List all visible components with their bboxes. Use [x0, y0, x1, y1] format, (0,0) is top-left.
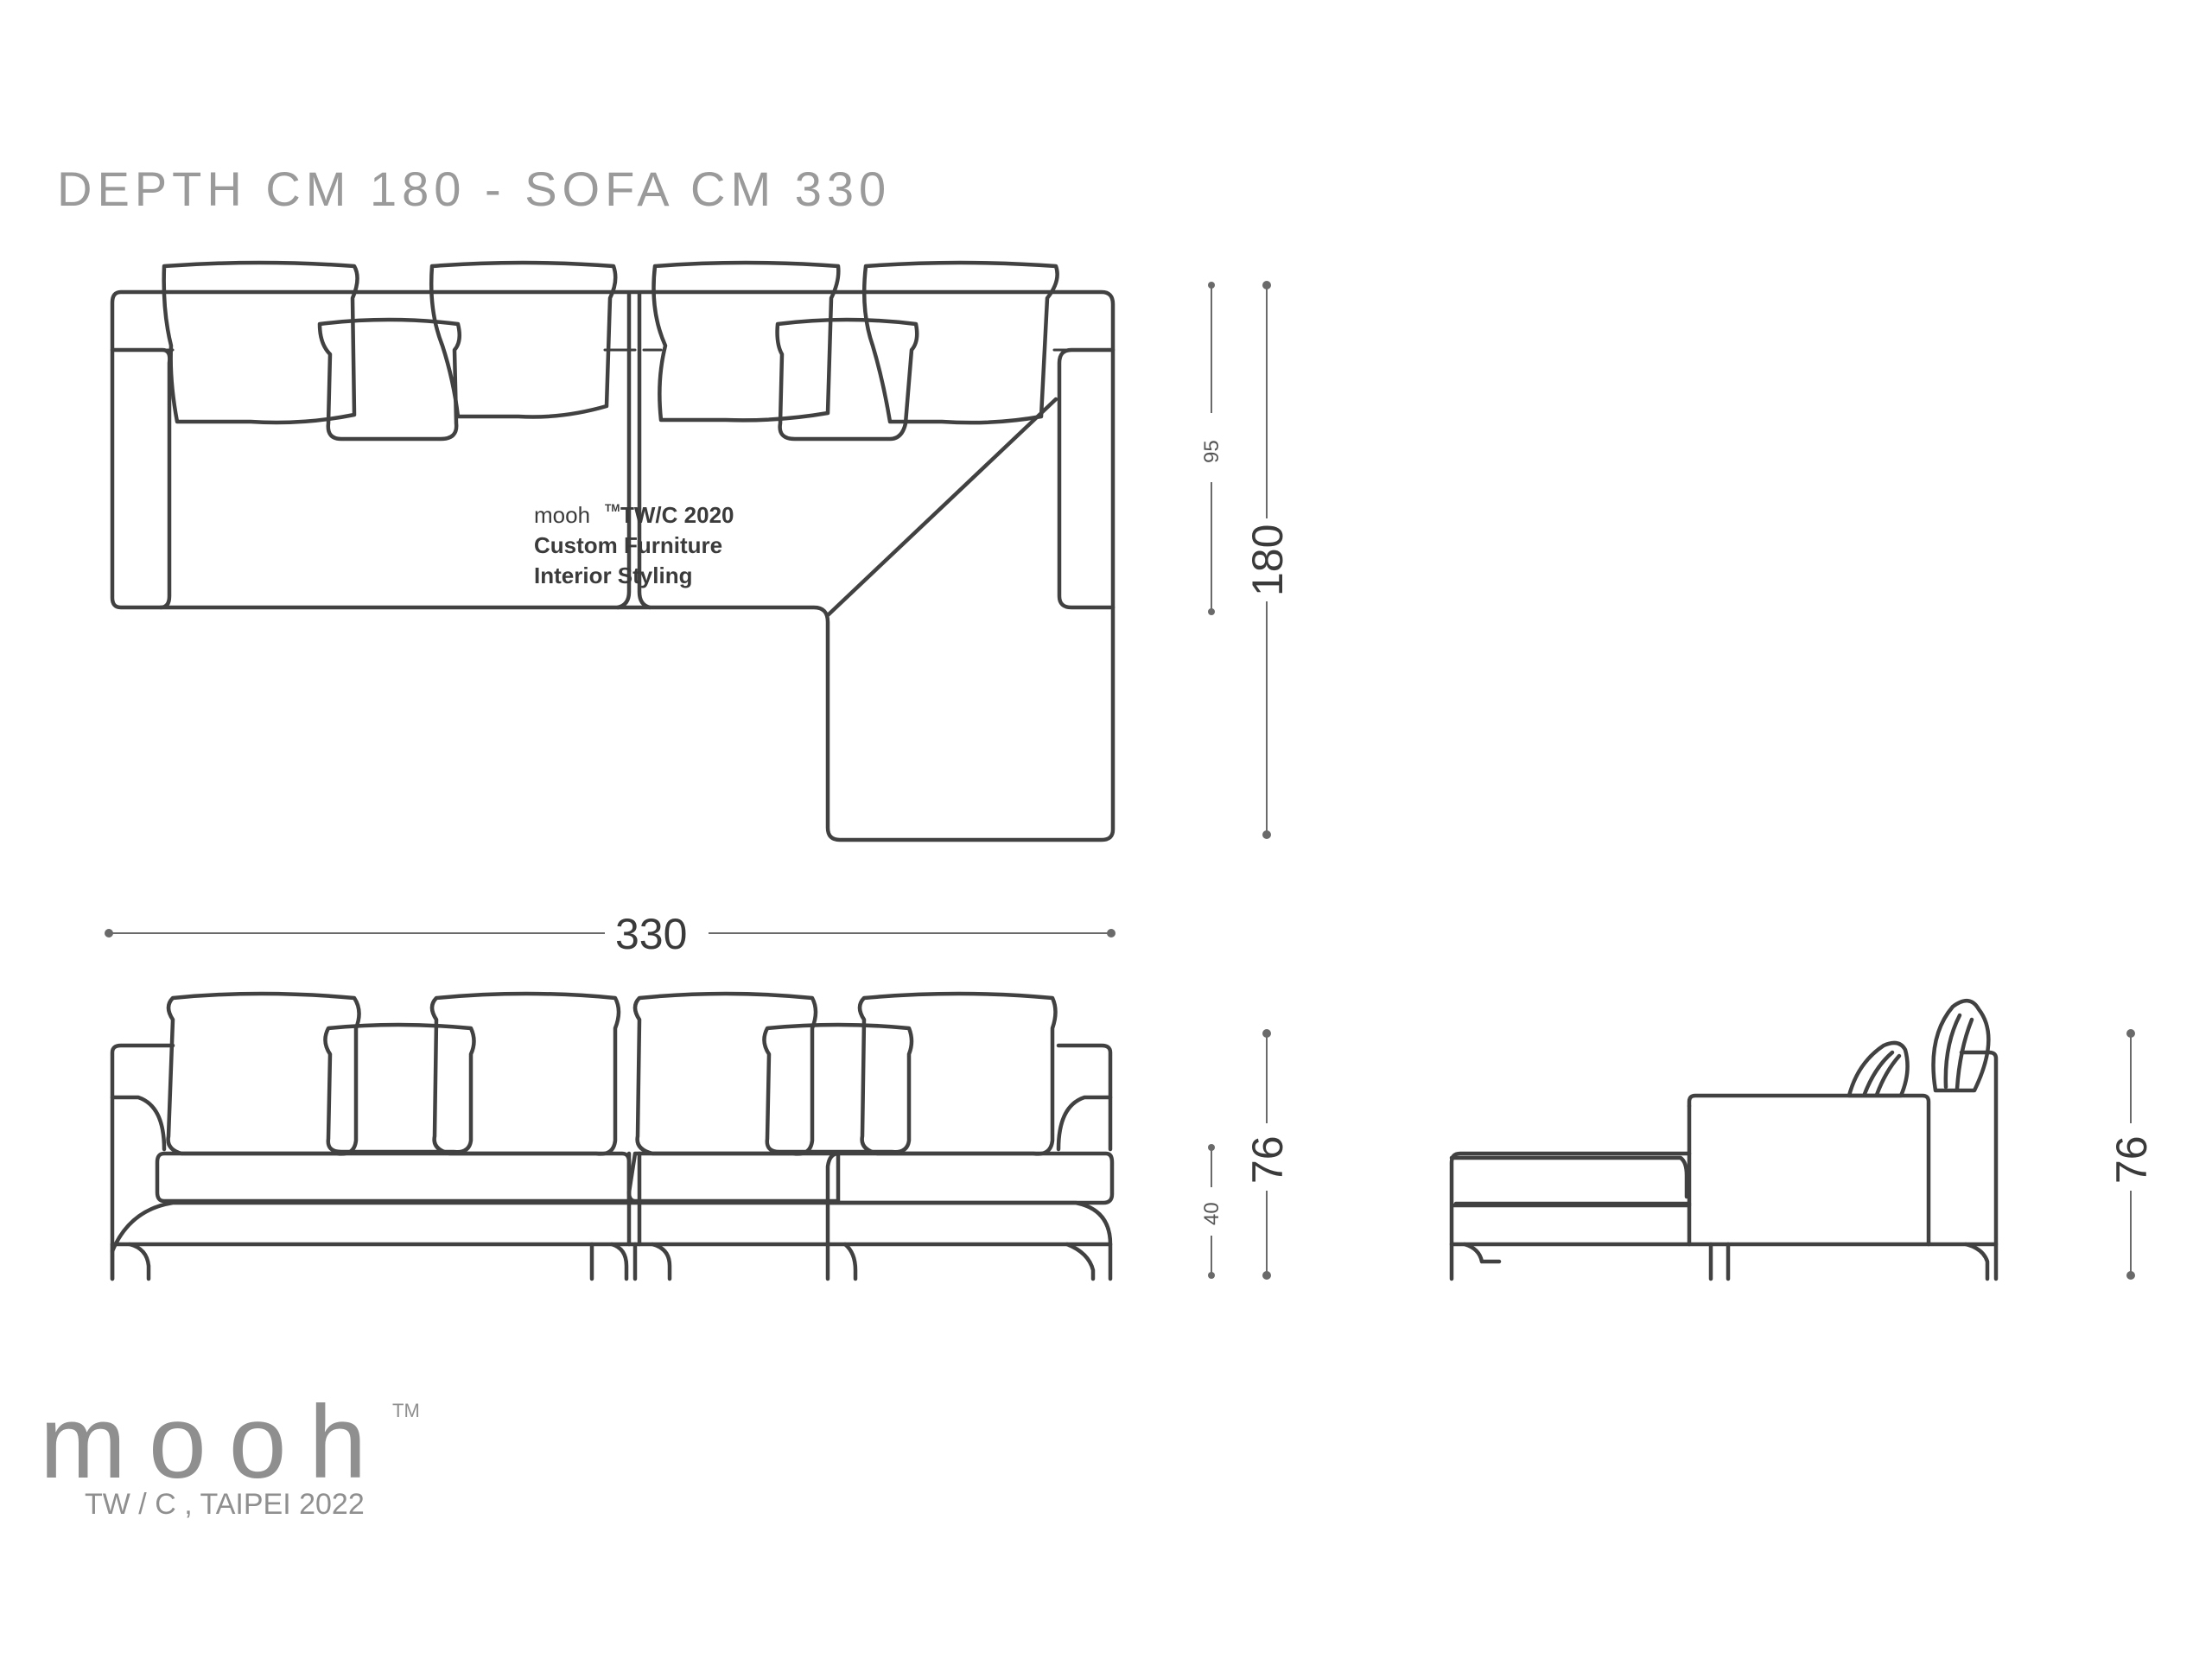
top-view-middle-seam [615, 291, 652, 610]
side-view-legs [1449, 1242, 1999, 1281]
dimension-depth-total: 180 [1243, 281, 1292, 839]
front-view-small-cushion-2 [762, 1022, 914, 1154]
dimension-depth-total-dot-top [1262, 281, 1271, 289]
dimension-height-side-label: 76 [2107, 1135, 2156, 1184]
drawing-title: DEPTH CM 180 - SOFA CM 330 [57, 162, 891, 216]
dimension-depth-seat-dot-bottom [1208, 608, 1215, 615]
dimension-height-side-dot-bottom [2126, 1271, 2135, 1280]
watermark-line3: Interior Styling [534, 563, 692, 588]
front-view-seat-cushion-left [155, 1151, 632, 1204]
top-view-back-cushion-1 [162, 260, 359, 425]
brand-logo: mooh TM TW / C , TAIPEI 2022 [40, 1384, 420, 1521]
watermark: mooh TM TW/C 2020 Custom Furniture Inter… [534, 502, 734, 588]
dimension-width-dot-right [1107, 929, 1116, 938]
watermark-brand: mooh [534, 502, 590, 528]
front-view-back-cushion-2 [429, 991, 621, 1156]
brand-subtitle: TW / C , TAIPEI 2022 [85, 1488, 365, 1521]
brand-name: mooh [40, 1384, 389, 1500]
front-view-small-cushion-1 [323, 1022, 476, 1154]
dimension-height-side: 76 [2107, 1029, 2156, 1280]
top-view-back-cushion-2 [429, 260, 618, 419]
top-view: mooh TM TW/C 2020 Custom Furniture Inter… [110, 260, 1116, 842]
front-view-seat-cushion-right [825, 1151, 1115, 1205]
front-view-back-cushion-4 [857, 991, 1058, 1156]
dimension-width-dot-left [105, 929, 113, 938]
side-view-pillow-front [1847, 1040, 1910, 1098]
watermark-tm: TM [605, 502, 620, 514]
dimension-width-label: 330 [615, 910, 687, 958]
dimension-depth-seat-label: 95 [1200, 440, 1224, 463]
dimension-seat-height-dot-bottom [1208, 1272, 1215, 1279]
dimension-height-front-label: 76 [1243, 1135, 1292, 1184]
side-view-back-body [1687, 1050, 1999, 1247]
dimension-height-front-dot-top [1262, 1029, 1271, 1038]
front-view-left-arm [110, 1095, 167, 1152]
dimension-seat-height-label: 40 [1200, 1202, 1224, 1225]
front-view-back-cushion-3 [632, 991, 818, 1156]
side-view-seat-cushion [1449, 1155, 1689, 1199]
top-view-chaise-diagonal [825, 397, 1058, 618]
front-view [110, 991, 1115, 1281]
front-view-legs [110, 1242, 1113, 1281]
dimension-seat-height: 40 [1200, 1144, 1224, 1279]
front-view-back-cushion-1 [166, 991, 361, 1156]
brand-tm: TM [392, 1400, 420, 1421]
top-view-small-cushion-2 [775, 317, 919, 442]
watermark-line2: Custom Furniture [534, 532, 722, 558]
side-view-pillow-back [1931, 999, 1991, 1093]
watermark-line1: TW/C 2020 [620, 502, 734, 528]
top-view-right-arm [1057, 347, 1116, 610]
dimension-height-front-dot-bottom [1262, 1271, 1271, 1280]
front-view-back-frame [110, 1043, 1113, 1281]
dimension-width-total: 330 [105, 910, 1116, 958]
dimension-depth-seat: 95 [1200, 282, 1224, 615]
side-view [1449, 999, 1999, 1281]
dimension-height-side-dot-top [2126, 1029, 2135, 1038]
side-view-chaise [1449, 1151, 1692, 1247]
dimension-height-front: 76 [1243, 1029, 1292, 1280]
top-view-left-arm [110, 347, 172, 610]
front-view-right-arm [1056, 1095, 1113, 1152]
top-view-small-cushion-1 [317, 317, 462, 442]
dimension-depth-seat-dot-top [1208, 282, 1215, 289]
front-view-seat-cushion-mid [626, 1151, 841, 1204]
dimension-seat-height-dot-top [1208, 1144, 1215, 1151]
side-view-arm-block [1687, 1093, 1931, 1247]
dimension-depth-total-dot-bottom [1262, 830, 1271, 839]
top-view-outline [110, 289, 1116, 842]
dimension-depth-total-label: 180 [1243, 524, 1292, 596]
top-view-back-cushion-3 [652, 260, 841, 423]
front-view-dividers [626, 1151, 830, 1247]
top-view-back-cushion-4 [861, 260, 1059, 425]
